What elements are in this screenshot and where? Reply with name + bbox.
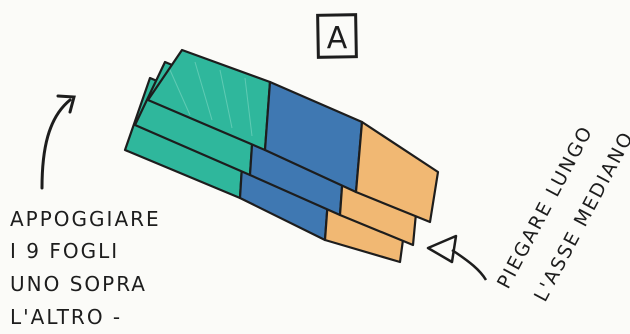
sheet-top-orange xyxy=(354,120,440,224)
arrow-shaft xyxy=(40,98,72,190)
fold-arrow xyxy=(426,234,488,281)
arrow-to-stack xyxy=(40,94,76,190)
pencil-texture xyxy=(169,61,253,137)
fold-arrow-shaft xyxy=(451,248,488,281)
fold-arrow-head xyxy=(426,234,458,264)
badge-frame xyxy=(316,13,358,59)
instruction-right: PIEGARE LUNGO L'ASSE MEDIANO xyxy=(493,122,630,306)
instruction-left-line-3: UNO SOPRA xyxy=(10,272,147,296)
sheet-top xyxy=(146,48,440,224)
badge-letter: A xyxy=(327,21,348,56)
instruction-left-line-1: APPOGGIARE xyxy=(10,207,161,231)
instruction-left-line-4: L'ALTRO - xyxy=(10,305,122,329)
arrow-head xyxy=(56,94,76,114)
sheet-stack xyxy=(123,48,440,264)
instruction-left-line-2: I 9 FOGLI xyxy=(10,239,119,263)
step-badge: A xyxy=(316,13,358,59)
instruction-left: APPOGGIARE I 9 FOGLI UNO SOPRA L'ALTRO - xyxy=(10,207,161,329)
